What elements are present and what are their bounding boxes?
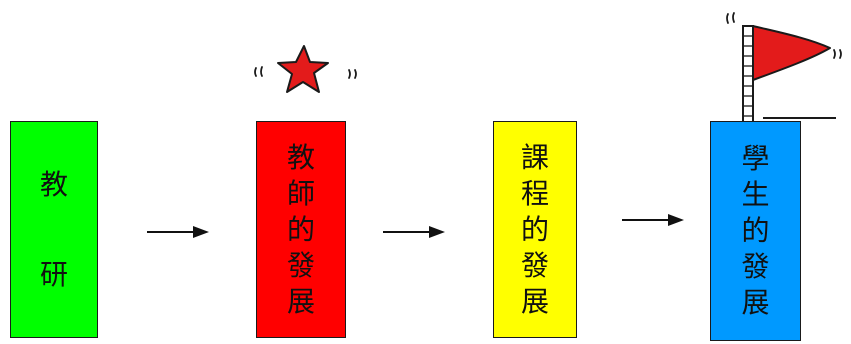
box-2-char-2: 師 <box>286 176 315 210</box>
box-teacher-development: 教 師 的 發 展 <box>256 121 346 338</box>
box-4-char-3: 的 <box>741 214 770 247</box>
box-2-char-1: 教 <box>286 140 315 174</box>
arrow-icon <box>383 226 445 238</box>
box-3-char-2: 程 <box>520 176 549 210</box>
box-2-char-3: 的 <box>286 212 315 246</box>
arrow-icon <box>147 226 209 238</box>
box-3-char-3: 的 <box>520 212 549 246</box>
box-3-char-4: 發 <box>520 248 549 282</box>
box-student-development: 學 生 的 發 展 <box>710 121 801 341</box>
box-3-char-1: 課 <box>520 140 549 174</box>
box-4-char-2: 生 <box>741 178 770 211</box>
flag-icon <box>726 12 842 123</box>
arrow-icon <box>622 214 684 226</box>
box-4-char-4: 發 <box>741 250 770 283</box>
box-4-char-1: 學 <box>741 142 770 175</box>
box-4-char-5: 展 <box>741 286 770 319</box>
box-1-char-2: 研 <box>39 257 68 291</box>
box-2-char-4: 發 <box>286 248 315 282</box>
box-3-char-5: 展 <box>520 284 549 318</box>
box-1-char-1: 教 <box>39 167 68 201</box>
star-icon <box>254 45 357 93</box>
box-teaching-research: 教 研 <box>10 121 98 338</box>
box-2-char-5: 展 <box>286 284 315 318</box>
box-curriculum-development: 課 程 的 發 展 <box>493 121 577 338</box>
